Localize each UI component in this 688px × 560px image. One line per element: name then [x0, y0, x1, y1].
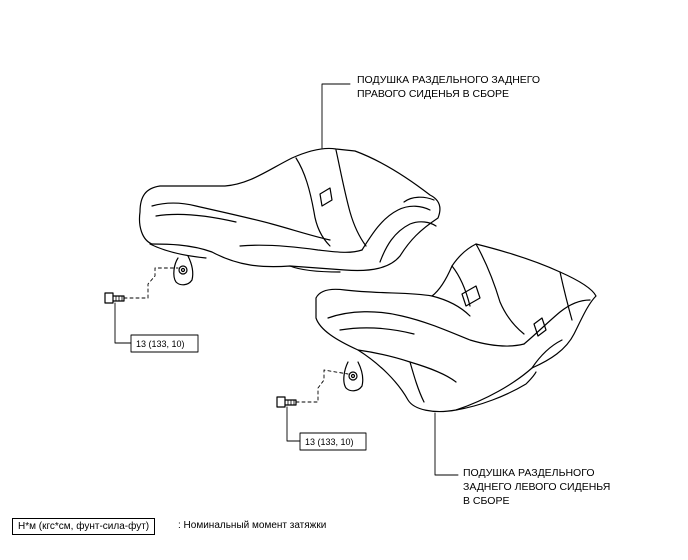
right-seat-cushion — [138, 147, 441, 286]
right-torque-value: 13 (133, 10) — [136, 339, 185, 349]
left-torque-leader — [286, 406, 301, 442]
left-seat-cushion — [315, 243, 597, 413]
right-torque-leader — [114, 302, 132, 344]
left-torque-value: 13 (133, 10) — [305, 437, 354, 447]
right-torque-box — [130, 334, 199, 353]
right-cushion-leader — [321, 83, 351, 149]
right-bolt-dashed-line — [123, 267, 179, 299]
right-cushion-label: ПОДУШКА РАЗДЕЛЬНОГО ЗАДНЕГО ПРАВОГО СИДЕ… — [357, 74, 543, 100]
legend-unit-text: Н*м (кгс*см, фунт-сила-фут) — [18, 521, 150, 532]
left-torque-box — [299, 432, 367, 451]
right-bolt-icon — [104, 292, 125, 304]
left-bolt-icon — [276, 396, 297, 408]
legend-description: : Номинальный момент затяжки — [178, 520, 327, 531]
left-cushion-leader — [434, 412, 459, 476]
legend-unit-box: Н*м (кгс*см, фунт-сила-фут) — [12, 518, 156, 535]
left-bolt-dashed-line — [295, 369, 349, 403]
left-cushion-label: ПОДУШКА РАЗДЕЛЬНОГО ЗАДНЕГО ЛЕВОГО СИДЕН… — [463, 467, 613, 507]
